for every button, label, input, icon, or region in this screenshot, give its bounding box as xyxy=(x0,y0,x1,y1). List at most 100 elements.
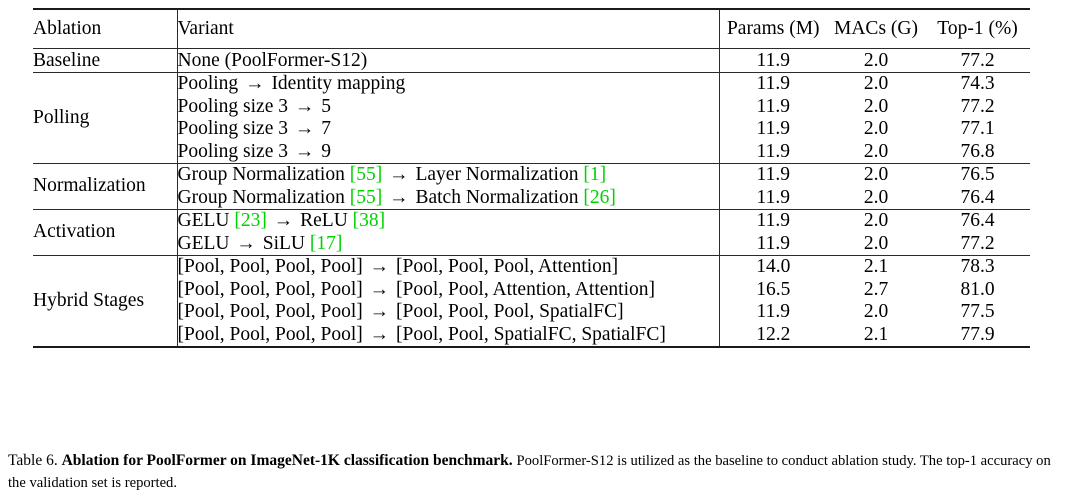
rule-line xyxy=(33,48,1030,49)
macs-cell: 2.7 xyxy=(863,278,889,300)
variant-text: Identity mapping xyxy=(266,73,406,94)
group-separator-rule xyxy=(33,162,1030,164)
macs-cell: 2.0 xyxy=(863,186,889,208)
variant-text: 9 xyxy=(316,140,331,162)
table-bottom-rule xyxy=(33,345,1030,349)
variant-cell: Group Normalization [55] → Batch Normali… xyxy=(176,186,719,209)
header-params: Params (M) xyxy=(718,10,827,49)
rule-line xyxy=(33,345,1030,349)
variant-text: Pooling size 3 xyxy=(177,118,293,139)
arrow-glyph: → xyxy=(369,301,390,322)
params-cell: 12.2 xyxy=(718,323,827,347)
variant-text: Pooling size 3 xyxy=(177,140,293,162)
variant-cell: None (PoolFormer-S12) xyxy=(176,49,719,72)
params-cell: 11.9 xyxy=(718,300,827,323)
caption-number: Table 6. xyxy=(8,452,58,469)
top1-cell: 76.8 xyxy=(960,140,995,162)
arrow-glyph: → xyxy=(294,140,315,162)
macs-cell: 2.0 xyxy=(863,49,889,71)
macs-cell: 2.1 xyxy=(863,256,889,277)
variant-text: [Pool, Pool, Pool, SpatialFC] xyxy=(391,301,624,322)
variant-text: [Pool, Pool, Attention, Attention] xyxy=(391,278,655,300)
macs-cell: 2.0 xyxy=(863,95,889,117)
arrow-glyph: → xyxy=(389,186,409,208)
caption-title: Ablation for PoolFormer on ImageNet-1K c… xyxy=(61,452,513,469)
macs-cell: 2.0 xyxy=(863,118,889,139)
rule-line xyxy=(33,254,1030,256)
caption-body: PoolFormer-S12 is utilized as the baseli… xyxy=(8,453,1051,491)
params-cell: 11.9 xyxy=(718,49,827,72)
rule-line xyxy=(33,162,1030,164)
header-variant: Variant xyxy=(176,10,719,49)
params-cell: 14.0 xyxy=(718,255,827,278)
arrow-glyph: → xyxy=(273,210,294,231)
variant-cell: GELU [23] → ReLU [38] xyxy=(176,209,719,232)
variant-cell: [Pool, Pool, Pool, Pool] → [Pool, Pool, … xyxy=(176,300,719,323)
arrow-glyph: → xyxy=(369,256,390,277)
arrow-glyph: → xyxy=(294,118,315,139)
variant-text: ReLU xyxy=(295,210,353,231)
params-cell: 11.9 xyxy=(718,232,827,255)
table-caption: Table 6. Ablation for PoolFormer on Imag… xyxy=(8,450,1072,494)
variant-cell: Pooling → Identity mapping xyxy=(176,72,719,95)
variant-text: 5 xyxy=(316,95,331,117)
params-cell: 11.9 xyxy=(718,95,827,118)
macs-cell: 2.0 xyxy=(863,73,889,94)
params-cell: 11.9 xyxy=(718,72,827,95)
group-separator-rule xyxy=(33,71,1030,73)
group-label-polling: Polling xyxy=(33,106,90,128)
macs-cell: 2.1 xyxy=(863,323,889,345)
variant-text: [Pool, Pool, Pool, Attention] xyxy=(391,256,619,277)
variant-text: Group Normalization xyxy=(177,186,350,208)
top1-cell: 77.9 xyxy=(960,323,995,345)
rule-line xyxy=(33,71,1030,73)
macs-cell: 2.0 xyxy=(863,140,889,162)
top1-cell: 77.2 xyxy=(960,95,995,117)
macs-cell: 2.0 xyxy=(863,232,889,254)
table-row: Normalization Group Normalization [55] → … xyxy=(33,163,1030,195)
group-separator-rule xyxy=(33,208,1030,210)
citation-ref: [23] xyxy=(234,210,267,231)
group-label-normalization: Normalization xyxy=(33,175,146,197)
arrow-glyph: → xyxy=(369,278,390,300)
rule-line xyxy=(33,208,1030,210)
group-separator-rule xyxy=(33,254,1030,256)
params-cell: 11.9 xyxy=(718,163,827,186)
params-cell: 11.9 xyxy=(718,186,827,209)
macs-cell: 2.0 xyxy=(863,164,889,185)
params-cell: 11.9 xyxy=(718,209,827,232)
variant-cell: Group Normalization [55] → Layer Normali… xyxy=(176,163,719,186)
group-label-hybrid-stages: Hybrid Stages xyxy=(33,289,145,311)
variant-text: Group Normalization xyxy=(177,164,350,185)
top1-cell: 76.4 xyxy=(960,210,995,231)
top1-cell: 81.0 xyxy=(960,278,995,300)
citation-ref: [55] xyxy=(349,186,383,208)
table-row: [Pool, Pool, Pool, Pool] → [Pool, Pool, … xyxy=(33,300,1030,323)
group-label-activation: Activation xyxy=(33,221,116,243)
variant-text: GELU xyxy=(177,232,235,254)
citation-ref: [26] xyxy=(583,186,616,208)
table-row: Hybrid Stages [Pool, Pool, Pool, Pool] → … xyxy=(33,255,1030,310)
header-ablation: Ablation xyxy=(33,18,102,40)
table-row: Pooling size 3 → 9 11.9 2.0 76.8 xyxy=(33,140,1030,163)
variant-cell: [Pool, Pool, Pool, Pool] → [Pool, Pool, … xyxy=(176,323,719,347)
variant-text: [Pool, Pool, Pool, Pool] xyxy=(177,301,368,322)
variant-text: Pooling size 3 xyxy=(177,95,293,117)
params-cell: 16.5 xyxy=(718,278,827,301)
arrow-glyph: → xyxy=(236,232,256,254)
top1-cell: 77.5 xyxy=(960,301,995,322)
citation-ref: [1] xyxy=(583,164,607,185)
variant-text: [Pool, Pool, Pool, Pool] xyxy=(177,278,368,300)
top1-cell: 78.3 xyxy=(960,256,995,277)
citation-ref: [17] xyxy=(309,232,343,254)
variant-cell: [Pool, Pool, Pool, Pool] → [Pool, Pool, … xyxy=(176,255,719,278)
citation-ref: [38] xyxy=(352,210,386,231)
variant-cell: Pooling size 3 → 5 xyxy=(176,95,719,118)
params-cell: 11.9 xyxy=(718,140,827,163)
arrow-glyph: → xyxy=(294,95,315,117)
